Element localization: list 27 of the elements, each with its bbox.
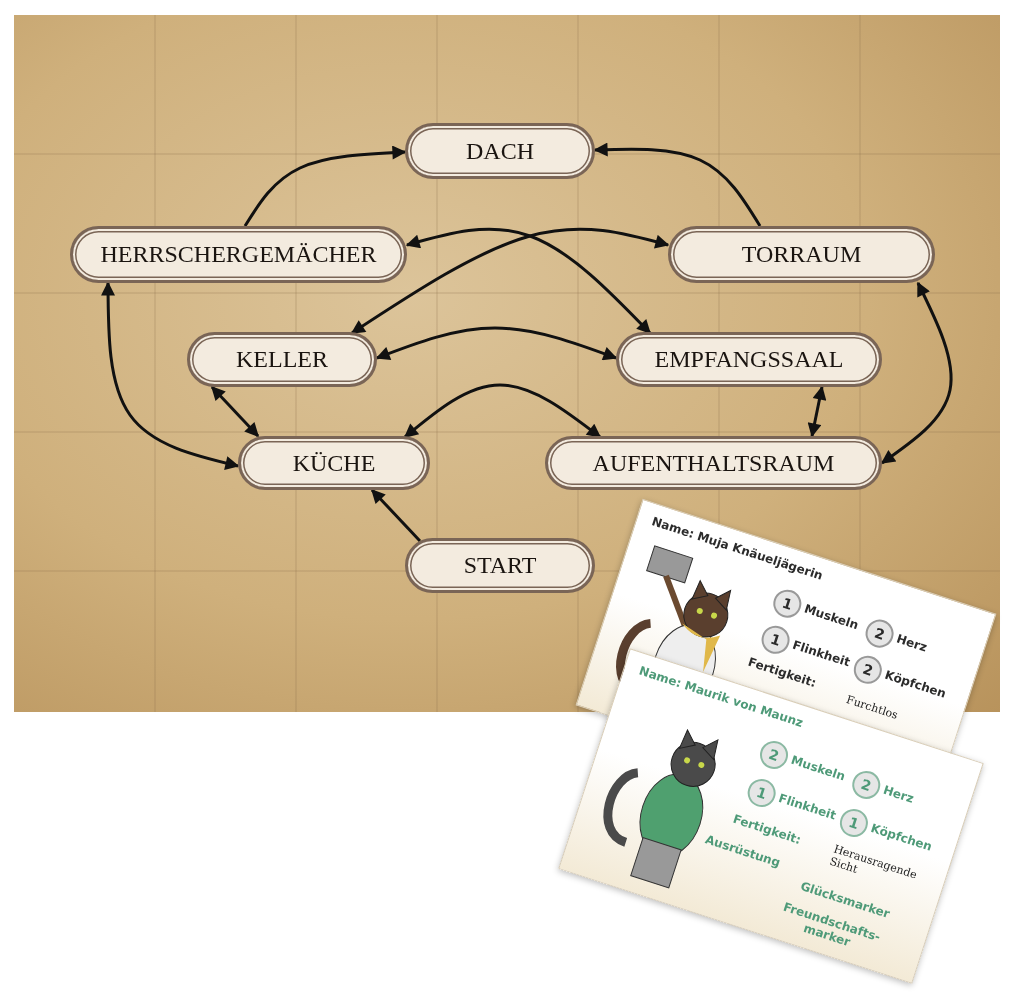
room-name: TORRAUM [741,241,862,268]
room-name: START [463,552,537,579]
arrow [403,383,602,439]
card-text: Herz [881,782,916,806]
arrow [243,145,407,227]
room-box [187,332,377,387]
room-box [668,226,935,283]
room-box [70,226,407,283]
room-name: EMPFANGSSAAL [654,346,844,373]
room-name: KELLER [236,346,328,373]
room-name: KÜCHE [292,449,376,477]
arrow [880,281,953,465]
arrow [210,385,260,438]
room-box [545,436,882,490]
room-name: DACH [466,137,534,165]
room-box [616,332,882,387]
room-name: AUFENTHALTSRAUM [592,449,835,477]
room-name: HERRSCHERGEMÄCHER [100,241,377,268]
arrow [370,488,422,543]
room-box [405,538,595,593]
arrow [593,142,762,227]
arrow [101,281,240,470]
arrow [350,227,670,335]
arrow [807,385,827,438]
room-box [238,436,430,490]
arrow [375,326,618,361]
room-box [405,123,595,179]
